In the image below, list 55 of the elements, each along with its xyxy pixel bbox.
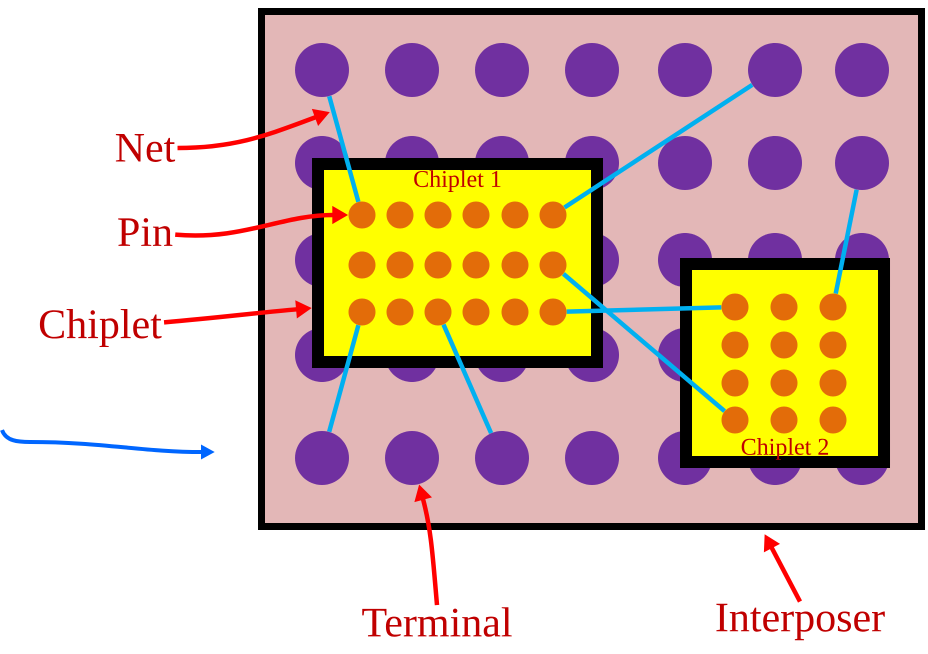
callout-label: Net — [116, 134, 176, 162]
pin-dot — [722, 294, 748, 320]
terminal-pad — [385, 431, 439, 485]
pin-dot — [386, 298, 414, 326]
pin-dot — [502, 202, 528, 228]
pin-dot — [540, 252, 566, 278]
terminal-pad — [748, 43, 802, 97]
pin-dot — [820, 406, 846, 434]
net-line — [566, 305, 722, 314]
terminal-pad — [295, 431, 349, 485]
pin-dot — [502, 252, 528, 278]
pin-dot — [462, 202, 490, 228]
terminal-pad — [658, 43, 712, 97]
callout-label: Pin — [118, 218, 172, 246]
terminal-pad — [475, 43, 529, 97]
pin-dot — [348, 202, 376, 228]
pin-dot — [462, 252, 490, 278]
pin-dot — [820, 332, 846, 358]
pin-dot — [770, 294, 798, 320]
pin-dot — [722, 332, 748, 358]
terminal-pad — [658, 136, 712, 190]
pin-dot — [820, 294, 846, 320]
callout-label: Interposer — [716, 604, 885, 640]
terminal-pad — [565, 431, 619, 485]
terminal-pad — [295, 43, 349, 97]
terminal-pad — [835, 136, 889, 190]
pin-dot — [424, 298, 452, 326]
pin-dot — [348, 298, 376, 326]
pin-dot — [722, 406, 748, 434]
net-line — [563, 83, 754, 210]
pin-dot — [540, 202, 566, 228]
net-line — [562, 272, 726, 413]
pin-dot — [502, 298, 528, 326]
pin-dot — [424, 202, 452, 228]
pin-dot — [820, 370, 846, 396]
terminal-pad — [748, 136, 802, 190]
pin-dot — [770, 406, 798, 434]
net-line — [327, 324, 361, 432]
pin-dot — [462, 298, 490, 326]
terminal-pad — [475, 431, 529, 485]
pin-dot — [386, 202, 414, 228]
callout-label: Terminal — [362, 607, 512, 637]
terminal-pad — [565, 43, 619, 97]
terminal-pad — [385, 43, 439, 97]
net-line — [327, 96, 361, 202]
net-line — [441, 324, 494, 434]
pin-dot — [348, 252, 376, 278]
callout-label: Chiplet — [40, 308, 162, 348]
pin-dot — [540, 298, 566, 326]
pin-dot — [770, 370, 798, 396]
pin-dot — [722, 370, 748, 396]
pin-dot — [424, 252, 452, 278]
pin-dot — [770, 332, 798, 358]
pin-dot — [386, 252, 414, 278]
terminal-pad — [835, 43, 889, 97]
